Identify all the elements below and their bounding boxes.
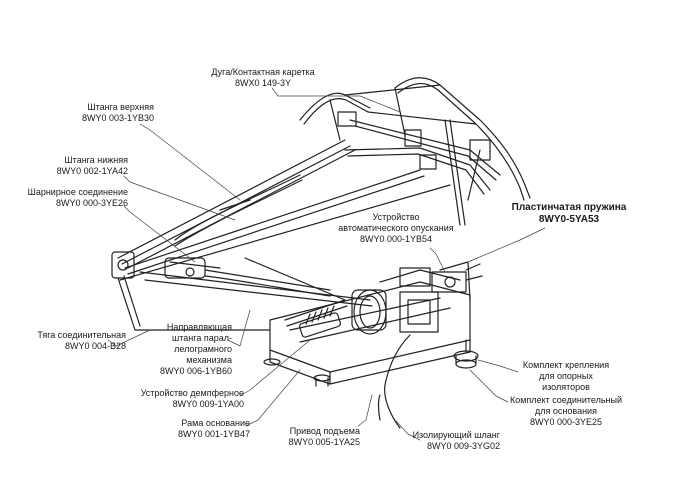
hinge-joint-code: 8WY0 000-3YE26	[55, 198, 128, 208]
insulator-mount-line1: Комплект крепления	[522, 360, 610, 370]
base-frame	[269, 261, 471, 385]
auto-drop-code: 8WY0 000-1YB54	[359, 234, 433, 244]
pantograph-head-code: 8WX0 149-3Y	[234, 78, 292, 88]
callout-upper-arm: Штанга верхняя 8WY0 003-1YB30	[40, 102, 154, 124]
callout-lower-arm: Штанга нижняя 8WY0 002-1YA42	[30, 155, 128, 177]
guide-rod-line4: механизма	[186, 355, 232, 365]
guide-rod-line3: лелограмного	[174, 344, 232, 354]
damper-device-title: Устройство демпферное	[140, 388, 244, 398]
callout-auto-drop-device: Устройство автоматического опускания 8WY…	[326, 212, 466, 245]
connecting-rod-code: 8WY0 004-B28	[64, 341, 126, 351]
callout-base-connection-kit: Комплект соединительный для основания 8W…	[502, 395, 630, 428]
base-frame-code: 8WY0 001-1YB47	[177, 429, 250, 439]
base-connection-line1: Комплект соединительный	[509, 395, 623, 405]
auto-drop-title-line2: автоматического опускания	[338, 223, 454, 233]
callout-damper-device: Устройство демпферное 8WY0 009-1YA00	[130, 388, 244, 410]
auto-drop-title-line1: Устройство	[372, 212, 420, 222]
base-connection-line2: для основания	[535, 406, 597, 416]
callout-insulator-mount-kit: Комплект крепления для опорных изоляторо…	[516, 360, 616, 393]
lift-drive-title: Привод подъема	[289, 426, 360, 436]
connecting-rod-title: Тяга соединительная	[37, 330, 126, 340]
upper-arm-code: 8WY0 003-1YB30	[81, 113, 154, 123]
callout-insulating-hose: Изолирующий шланг 8WY0 009-3YG02	[396, 430, 500, 452]
lower-arm-code: 8WY0 002-1YA42	[56, 166, 128, 176]
guide-rod-code: 8WY0 006-1YB60	[159, 366, 232, 376]
base-connection-code: 8WY0 000-3YE25	[529, 417, 603, 427]
callout-leaf-spring: Пластинчатая пружина 8WY0-5YA53	[494, 202, 644, 226]
callout-lift-drive: Привод подъема 8WY0 005-1YA25	[264, 426, 360, 448]
leader-lines	[107, 87, 546, 441]
callout-connecting-rod: Тяга соединительная 8WY0 004-B28	[10, 330, 126, 352]
lift-drive-code: 8WY0 005-1YA25	[288, 437, 360, 447]
guide-rod-line1: Направляющая	[166, 322, 232, 332]
insulating-hose-title: Изолирующий шланг	[412, 430, 500, 440]
collector-head	[299, 77, 531, 226]
damper-device-code: 8WY0 009-1YA00	[172, 399, 244, 409]
guide-rod-line2: штанга парал-	[172, 333, 232, 343]
connecting-rods	[117, 257, 373, 331]
callout-guide-rod: Направляющая штанга парал- лелограмного …	[120, 322, 232, 377]
callout-pantograph-head: Дуга/Контактная каретка 8WX0 149-3Y	[180, 67, 346, 89]
insulating-hose-code: 8WY0 009-3YG02	[426, 441, 500, 451]
support-insulators	[263, 339, 479, 387]
insulating-hose	[377, 334, 411, 429]
damper-assembly	[284, 289, 387, 338]
base-frame-title: Рама основание	[181, 418, 250, 428]
lower-arm-title: Штанга нижняя	[64, 155, 128, 165]
leaf-spring-title: Пластинчатая пружина	[511, 202, 627, 213]
hinge-joint-title: Шарнирное соединение	[27, 187, 128, 197]
insulator-mount-line2: для опорных	[539, 371, 593, 381]
pantograph-head-title: Дуга/Контактная каретка	[211, 67, 315, 77]
upper-arm	[117, 139, 356, 269]
callout-hinge-joint: Шарнирное соединение 8WY0 000-3YE26	[10, 187, 128, 209]
leaf-spring-code: 8WY0-5YA53	[538, 214, 600, 225]
callout-base-frame: Рама основание 8WY0 001-1YB47	[150, 418, 250, 440]
insulator-mount-line3: изоляторов	[542, 382, 590, 392]
auto-drop-device	[399, 263, 483, 293]
upper-arm-title: Штанга верхняя	[87, 102, 154, 112]
